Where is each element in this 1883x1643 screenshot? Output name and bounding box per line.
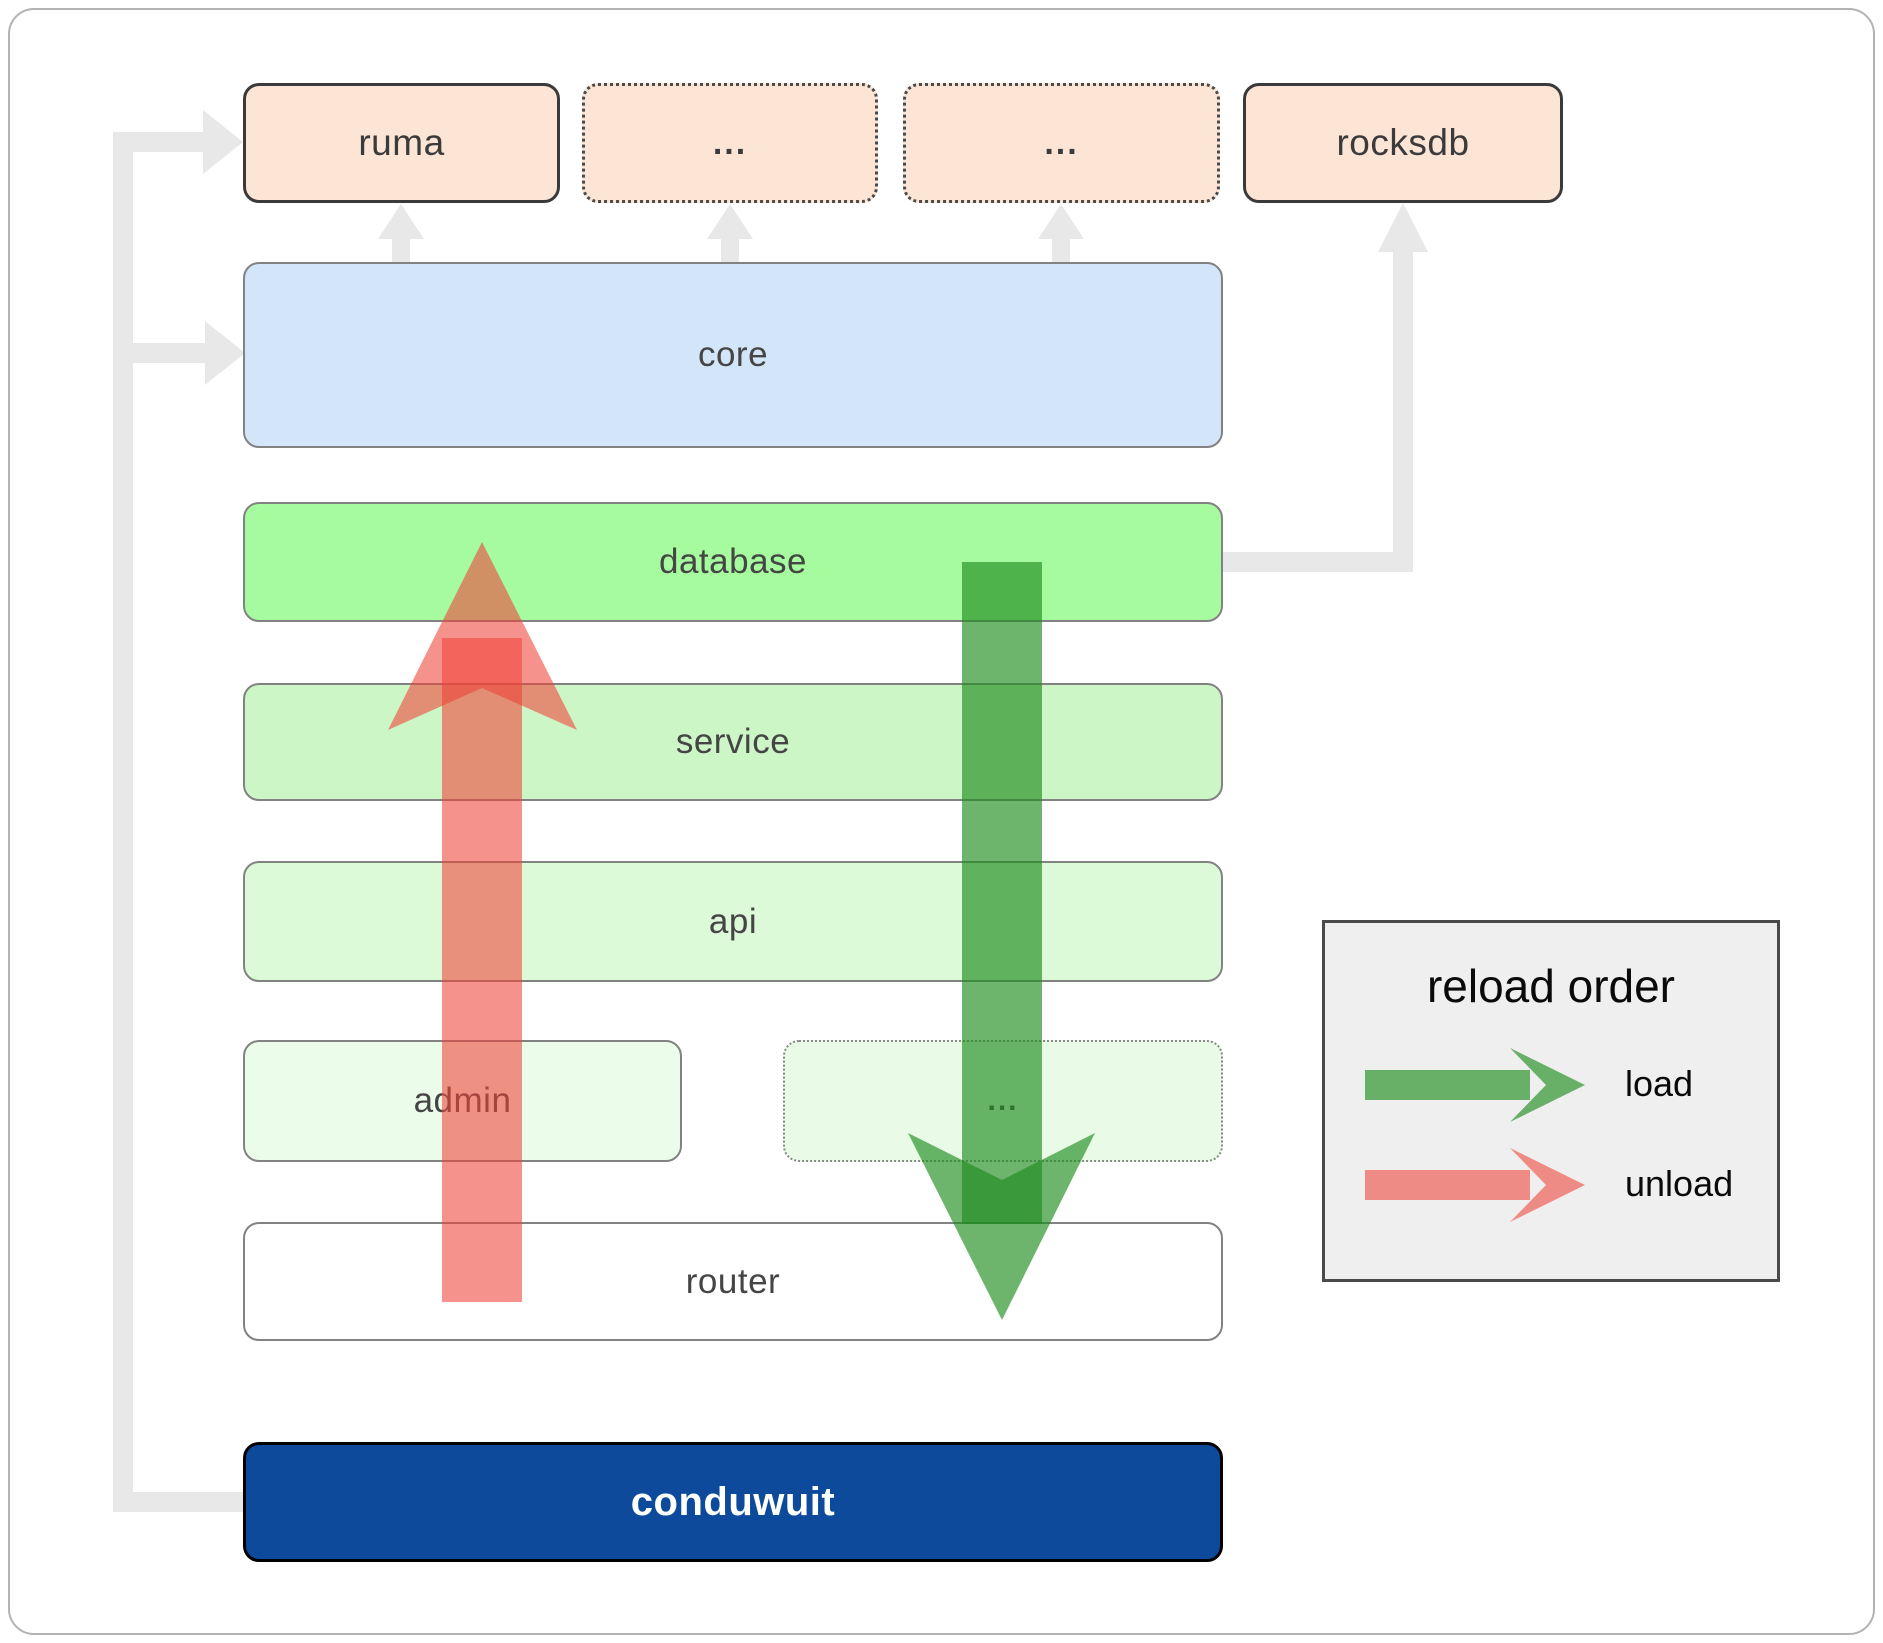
node-rocksdb: rocksdb <box>1243 83 1563 203</box>
legend-load-label: load <box>1625 1063 1694 1104</box>
node-service: service <box>243 683 1223 801</box>
node-admin-ellipsis: ... <box>783 1040 1223 1162</box>
legend-unload-label: unload <box>1625 1163 1734 1204</box>
node-api: api <box>243 861 1223 982</box>
node-admin: admin <box>243 1040 682 1162</box>
node-ellipsis-1-label: ... <box>712 123 748 162</box>
node-ellipsis-2-label: ... <box>1044 123 1079 162</box>
node-ruma-label: ruma <box>358 122 445 163</box>
node-ellipsis-2: ... <box>903 83 1220 203</box>
node-database: database <box>243 502 1223 622</box>
node-core-label: core <box>697 335 769 374</box>
node-admin-ellipsis-label: ... <box>987 1084 1019 1117</box>
node-conduwuit: conduwuit <box>243 1442 1223 1562</box>
node-core: core <box>243 262 1223 448</box>
node-service-label: service <box>675 722 791 761</box>
page-border <box>8 8 1875 1635</box>
node-router-label: router <box>685 1261 781 1301</box>
node-conduwuit-label: conduwuit <box>630 1479 836 1524</box>
node-database-label: database <box>658 542 808 581</box>
node-ellipsis-1: ... <box>582 83 878 203</box>
node-api-label: api <box>708 901 758 941</box>
node-router: router <box>243 1222 1223 1341</box>
legend: reload order load unload <box>1322 920 1780 1282</box>
legend-load-arrow-icon <box>1365 1048 1585 1122</box>
node-admin-label: admin <box>413 1081 512 1120</box>
node-ruma: ruma <box>243 83 560 203</box>
node-rocksdb-label: rocksdb <box>1336 122 1470 163</box>
legend-title: reload order <box>1426 960 1676 1012</box>
legend-arrow-icons <box>1365 1048 1585 1222</box>
legend-unload-arrow-icon <box>1365 1148 1585 1222</box>
